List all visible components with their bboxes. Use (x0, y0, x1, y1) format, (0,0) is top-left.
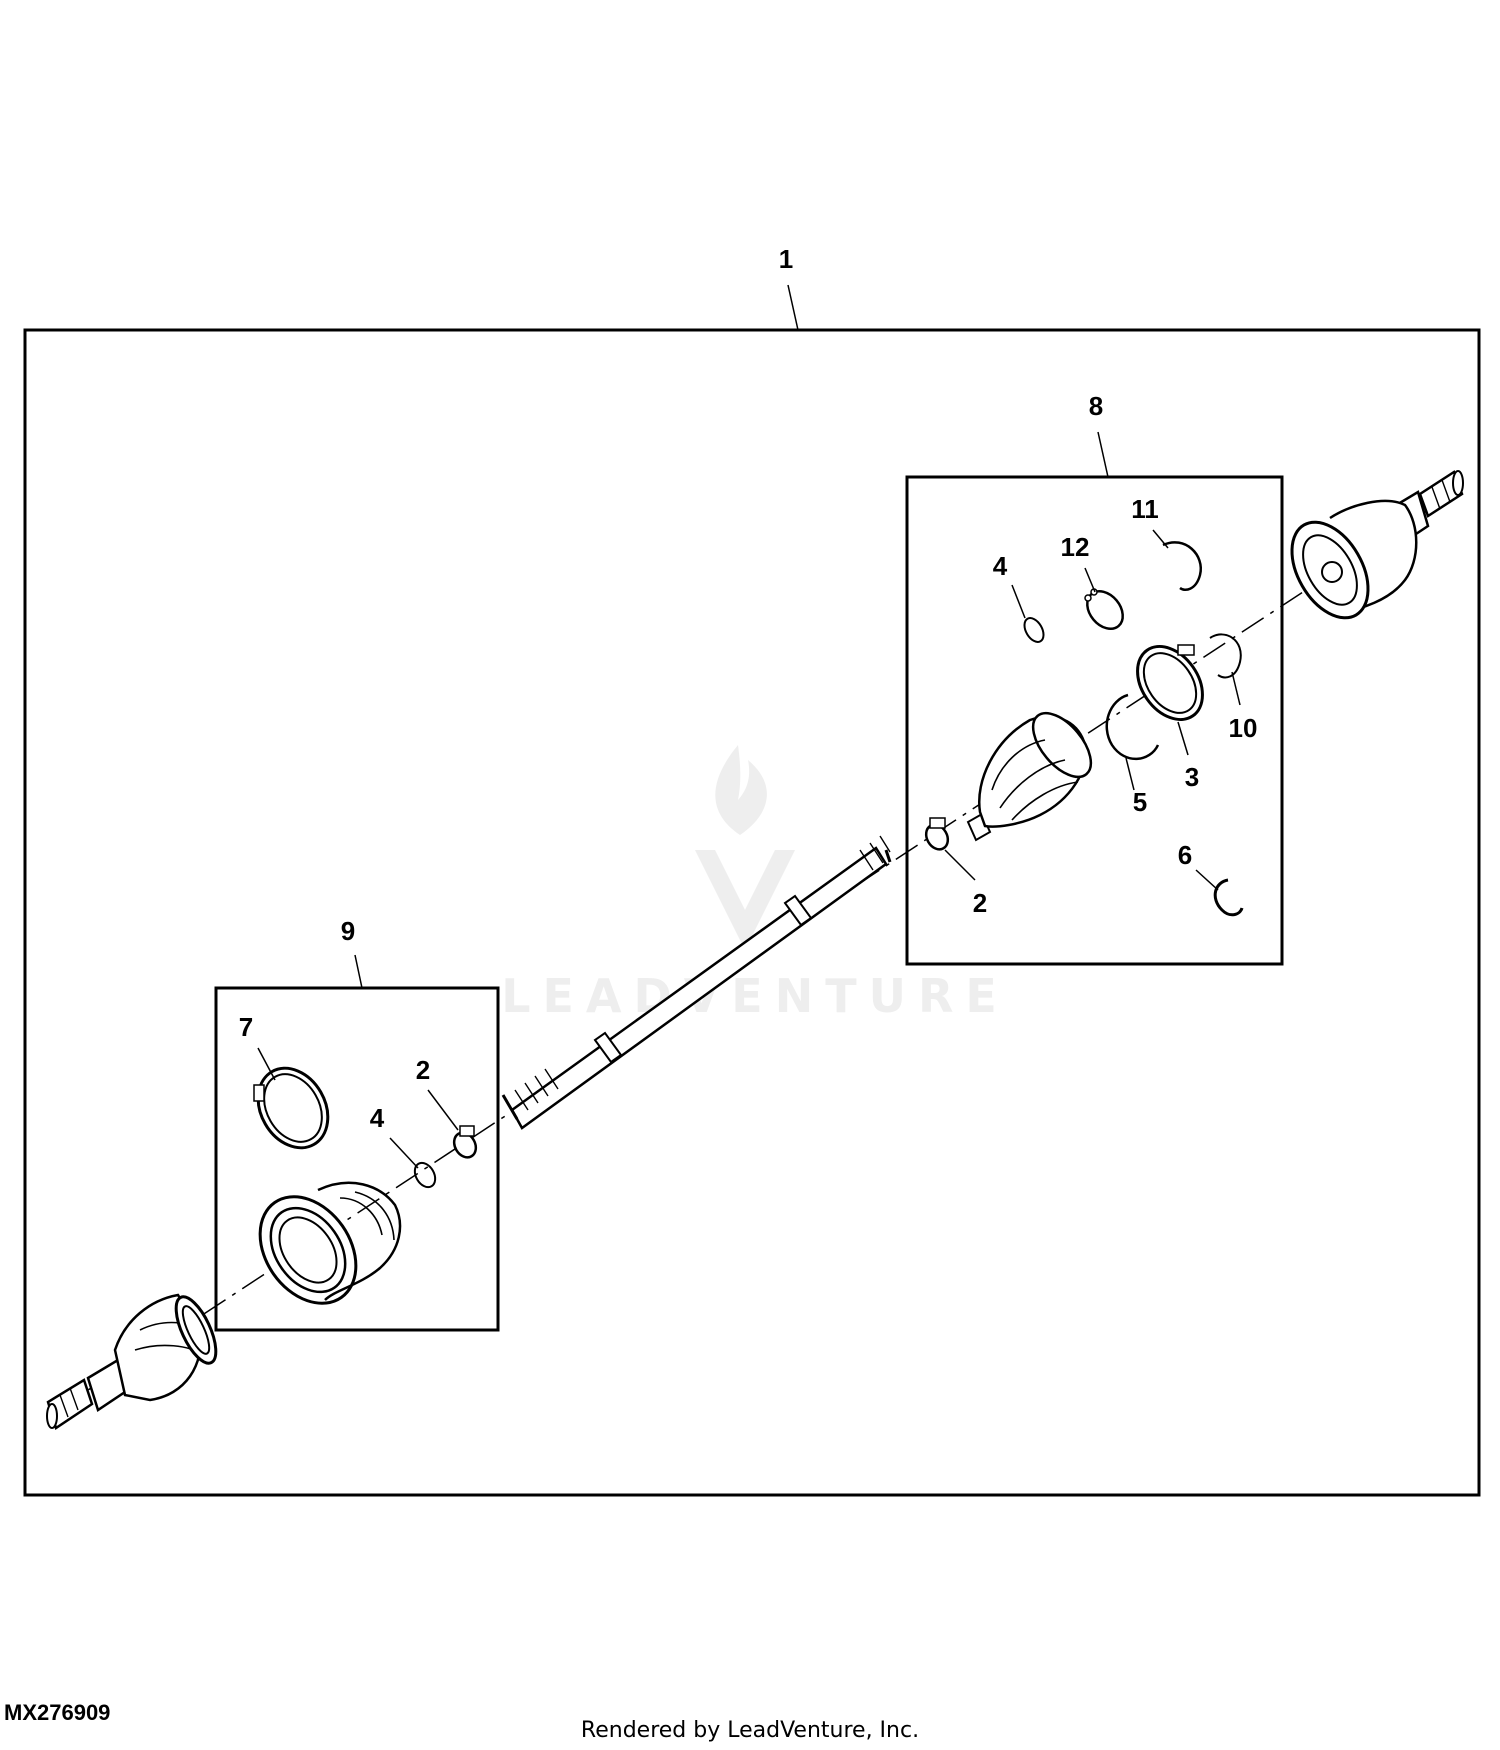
watermark-text: LEADVENTURE (501, 969, 1009, 1023)
snap-ring-10 (1209, 633, 1242, 679)
clamp-2-lower (452, 1125, 478, 1159)
inner-cv-joint (1290, 470, 1464, 620)
clamp-7 (253, 1066, 330, 1150)
footer-credit: Rendered by LeadVenture, Inc. (580, 1718, 920, 1743)
figure-id: MX276909 (4, 1700, 111, 1725)
leader-lines (257, 529, 1241, 1169)
callout-4-upper: 4 (993, 551, 1008, 581)
callout-11: 11 (1131, 494, 1159, 524)
retaining-ring-12 (1084, 588, 1124, 631)
callout-9: 9 (341, 916, 355, 946)
assembly-frame (23, 328, 1481, 1497)
circlip-6 (1213, 878, 1244, 917)
callout-2-lower: 2 (416, 1055, 430, 1085)
kit-box-8 (905, 475, 1284, 966)
leader-9 (354, 954, 363, 989)
callout-1: 1 (779, 244, 793, 274)
callouts: 1 8 9 11 12 4 10 3 5 2 6 7 2 4 (239, 244, 1258, 1133)
callout-3: 3 (1185, 762, 1199, 792)
outer-cv-joint (46, 1293, 218, 1430)
watermark-flame-icon (715, 745, 767, 835)
callout-6: 6 (1178, 840, 1192, 870)
watermark: LEADVENTURE (501, 745, 1009, 1023)
outer-boot (258, 1181, 402, 1305)
watermark-v-icon (695, 850, 795, 950)
callout-12: 12 (1061, 532, 1090, 562)
inner-boot (966, 711, 1093, 842)
snap-ring-4-lower (413, 1161, 437, 1189)
callout-8: 8 (1089, 391, 1103, 421)
callout-10: 10 (1229, 713, 1258, 743)
clamp-3 (1136, 644, 1204, 721)
leader-1 (787, 284, 799, 331)
callout-2-upper: 2 (973, 888, 987, 918)
leader-8 (1097, 431, 1109, 478)
kit-box-9 (214, 986, 500, 1332)
snap-ring-11 (1162, 541, 1203, 592)
clamp-2-upper (924, 817, 950, 851)
snap-ring-4-upper (1023, 617, 1045, 643)
callout-5: 5 (1133, 787, 1147, 817)
snap-ring-5 (1105, 693, 1160, 761)
callout-7: 7 (239, 1012, 253, 1042)
callout-4-lower: 4 (370, 1103, 385, 1133)
axle-shaft (501, 835, 892, 1130)
